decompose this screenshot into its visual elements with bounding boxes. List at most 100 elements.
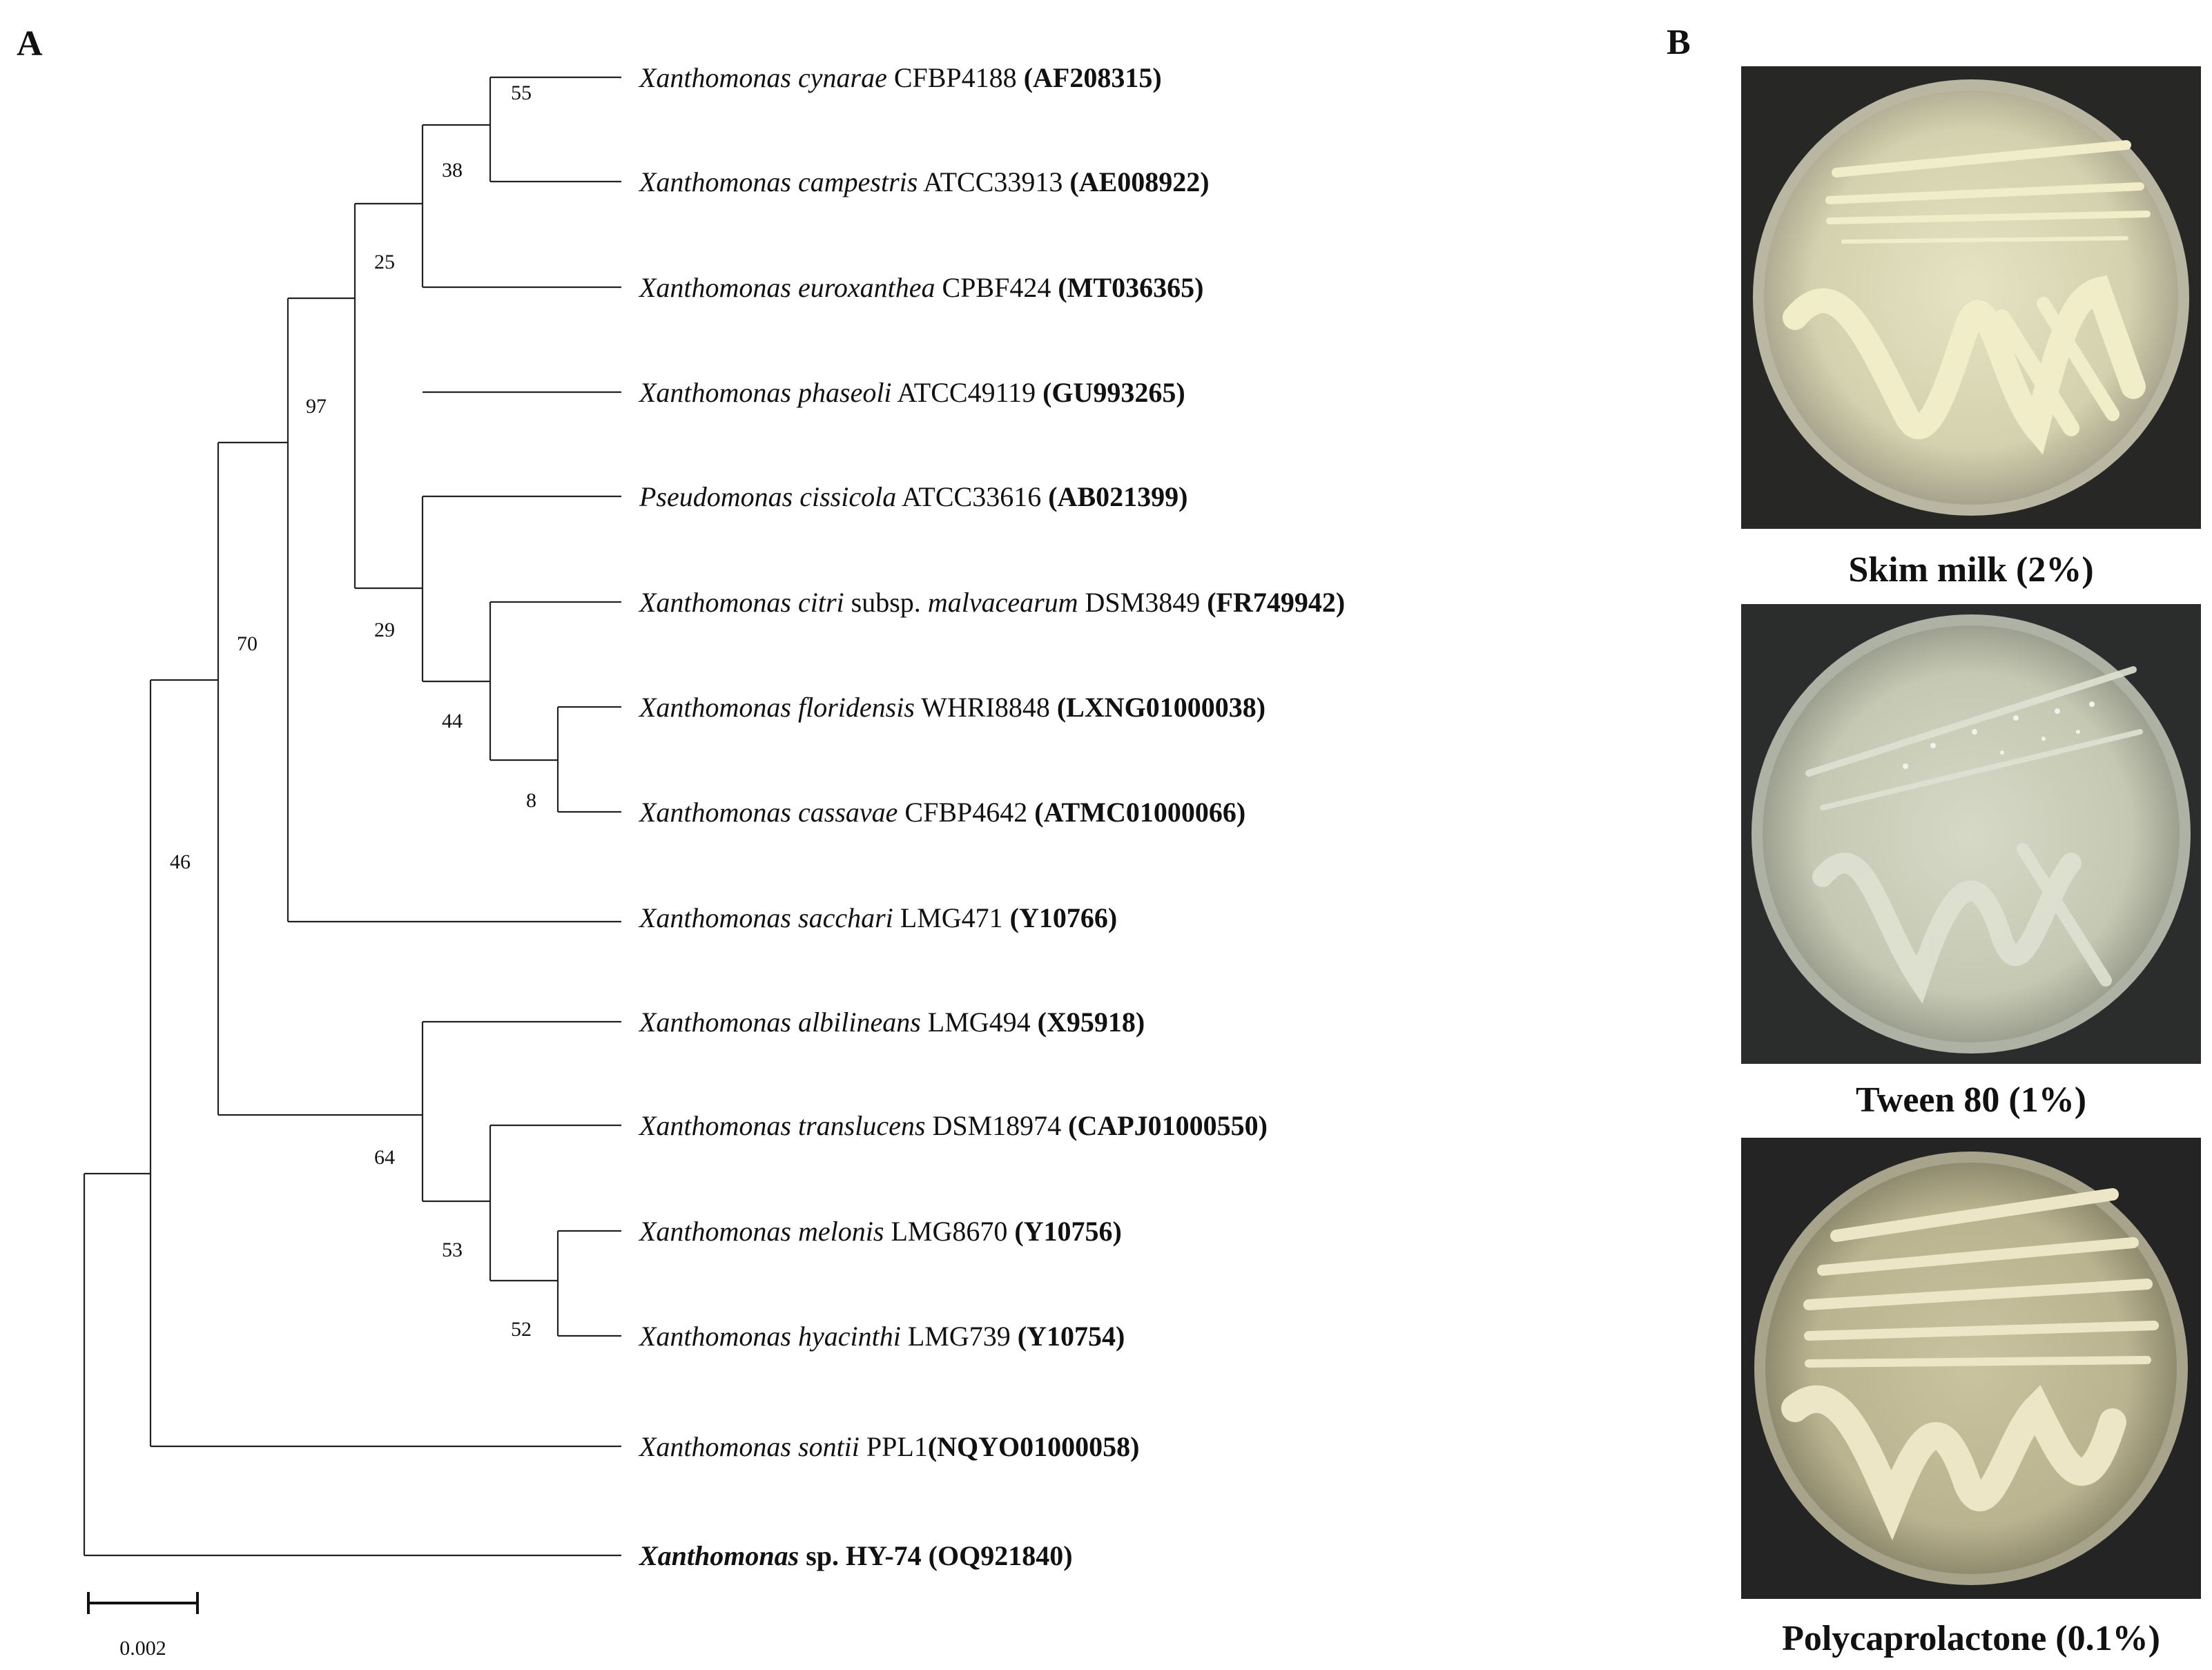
taxon-label-part: LMG471 [893, 902, 1010, 933]
taxon-label-part: Xanthomonas campestris [638, 166, 918, 197]
bootstrap-38: 38 [442, 159, 463, 182]
taxon-label: Xanthomonas sacchari LMG471 (Y10766) [638, 902, 1117, 933]
taxon-label-part: ATCC33913 [918, 166, 1069, 197]
colony-dots [1903, 701, 2095, 769]
bootstrap-29: 29 [374, 619, 395, 641]
taxon-label-part: (ATMC01000066) [1034, 797, 1245, 828]
taxon-label-part: Xanthomonas hyacinthi [638, 1321, 901, 1352]
agar-surface [1765, 1163, 2177, 1574]
taxon-label-part: (Y10766) [1010, 902, 1118, 933]
bootstrap-64: 64 [374, 1146, 395, 1169]
branch-node-44 [489, 601, 621, 761]
bacterial-streaks [1783, 140, 2151, 455]
taxon-label-part: DSM18974 [925, 1110, 1068, 1141]
bacterial-streaks [1781, 1188, 2159, 1541]
taxon-label-part: LMG8670 [884, 1216, 1014, 1247]
taxon-label-part: (Y10756) [1014, 1216, 1122, 1247]
taxon-label-part: Xanthomonas albilineans [638, 1007, 921, 1038]
taxon-label: Xanthomonas albilineans LMG494 (X95918) [638, 1007, 1145, 1038]
taxon-label: Xanthomonas phaseoli ATCC49119 (GU993265… [638, 377, 1185, 408]
branch-node-97 [287, 297, 621, 923]
bacterial-streaks [1805, 666, 2143, 1004]
taxon-label-part: Xanthomonas [638, 1540, 799, 1571]
taxon-label-part: CFBP4642 [898, 797, 1034, 828]
taxon-label-part: (NQYO01000058) [928, 1431, 1140, 1462]
scale-bar [87, 1592, 199, 1614]
branch-node-46 [149, 679, 621, 1448]
taxon-label: Xanthomonas campestris ATCC33913 (AE0089… [638, 166, 1210, 197]
bootstrap-53: 53 [442, 1239, 463, 1261]
bootstrap-values: 55 38 25 97 29 44 8 70 46 64 53 52 [170, 81, 536, 1341]
taxon-label: Xanthomonas hyacinthi LMG739 (Y10754) [638, 1321, 1125, 1352]
taxon-label-part: Xanthomonas sontii [638, 1431, 860, 1462]
taxon-label-part: WHRI8848 [915, 692, 1057, 723]
taxon-label-part: malvacearum [928, 587, 1078, 618]
taxon-label-part: Xanthomonas cynarae [638, 62, 887, 93]
taxon-label-part: Xanthomonas melonis [638, 1216, 884, 1247]
scale-bar-group: 0.002 [87, 1592, 199, 1660]
tree-branches [83, 76, 621, 1557]
plate-label-tween-80: Tween 80 (1%) [1856, 1080, 2086, 1120]
taxon-label-part: (AF208315) [1024, 62, 1162, 93]
taxon-label-part: (LXNG01000038) [1057, 692, 1265, 723]
taxon-label-part: Xanthomonas cassavae [638, 797, 898, 828]
plate-photo-tween-80 [1741, 604, 2201, 1064]
bootstrap-70: 70 [237, 632, 258, 655]
bootstrap-97: 97 [306, 395, 327, 418]
taxon-label-part: (X95918) [1038, 1007, 1145, 1038]
taxon-label-part: (FR749942) [1207, 587, 1345, 618]
plate-label-polycaprolactone: Polycaprolactone (0.1%) [1782, 1619, 2160, 1658]
branch-node-70 [217, 441, 423, 1116]
taxon-label-part: (AE008922) [1069, 166, 1209, 197]
taxon-label-part: LMG739 [901, 1321, 1018, 1352]
taxon-labels: Xanthomonas cynarae CFBP4188 (AF208315) X… [638, 62, 1345, 1571]
taxon-label: Xanthomonas translucens DSM18974 (CAPJ01… [638, 1110, 1268, 1141]
bootstrap-46: 46 [170, 851, 191, 873]
branch-node-64 [421, 1020, 621, 1203]
bootstrap-8: 8 [526, 789, 536, 812]
branch-node-52 [556, 1230, 621, 1337]
taxon-label-part: Xanthomonas phaseoli [638, 377, 892, 408]
panel-b-letter: B [1667, 23, 1691, 62]
taxon-label-part: Xanthomonas translucens [638, 1110, 925, 1141]
taxon-label-part: CPBF424 [935, 272, 1058, 303]
bootstrap-55: 55 [511, 81, 532, 104]
taxon-label-part: sp. HY-74 (OQ921840) [799, 1540, 1072, 1571]
taxon-label: Xanthomonas citri subsp. malvacearum DSM… [638, 587, 1345, 618]
taxon-label-part: (Y10754) [1018, 1321, 1125, 1352]
branch-node-55 [489, 76, 621, 183]
bootstrap-44: 44 [442, 710, 463, 732]
taxon-label-part: Xanthomonas euroxanthea [638, 272, 935, 303]
panel-a-letter: A [17, 24, 43, 64]
taxon-label: Pseudomonas cissicola ATCC33616 (AB02139… [639, 481, 1187, 512]
taxon-label-part: PPL1 [860, 1431, 928, 1462]
taxon-label-part: LMG494 [921, 1007, 1038, 1038]
plate-photo-polycaprolactone [1741, 1138, 2201, 1599]
plate-label-skim-milk: Skim milk (2%) [1848, 550, 2093, 590]
taxon-label-part: (AB021399) [1048, 481, 1187, 512]
taxon-label-part: (CAPJ01000550) [1068, 1110, 1268, 1141]
taxon-label-part: (GU993265) [1042, 377, 1185, 408]
taxon-label-part: CFBP4188 [887, 62, 1024, 93]
branch-node-38 [421, 124, 621, 289]
taxon-label: Xanthomonas sontii PPL1(NQYO01000058) [638, 1431, 1139, 1462]
taxon-label: Xanthomonas cassavae CFBP4642 (ATMC01000… [638, 797, 1245, 828]
taxon-label: Xanthomonas sp. HY-74 (OQ921840) [638, 1540, 1073, 1571]
taxon-label-part: DSM3849 [1078, 587, 1207, 618]
branch-node-53 [489, 1124, 621, 1282]
branch-node-29 [421, 495, 621, 683]
agar-surface [1764, 90, 2178, 505]
taxon-label-part: Pseudomonas cissicola [639, 481, 896, 512]
taxon-label: Xanthomonas melonis LMG8670 (Y10756) [638, 1216, 1122, 1247]
taxon-label-part: ATCC33616 [896, 481, 1048, 512]
taxon-label: Xanthomonas floridensis WHRI8848 (LXNG01… [638, 692, 1265, 723]
taxon-label-part: ATCC49119 [892, 377, 1043, 408]
scale-bar-label: 0.002 [119, 1637, 166, 1660]
taxon-label-part: Xanthomonas citri [638, 587, 844, 618]
branch-node-25 [353, 202, 423, 590]
agar-surface [1763, 625, 2180, 1042]
taxon-label-part: subsp. [844, 587, 928, 618]
taxon-label-part: (MT036365) [1058, 272, 1203, 303]
taxon-label-part: Xanthomonas floridensis [638, 692, 915, 723]
